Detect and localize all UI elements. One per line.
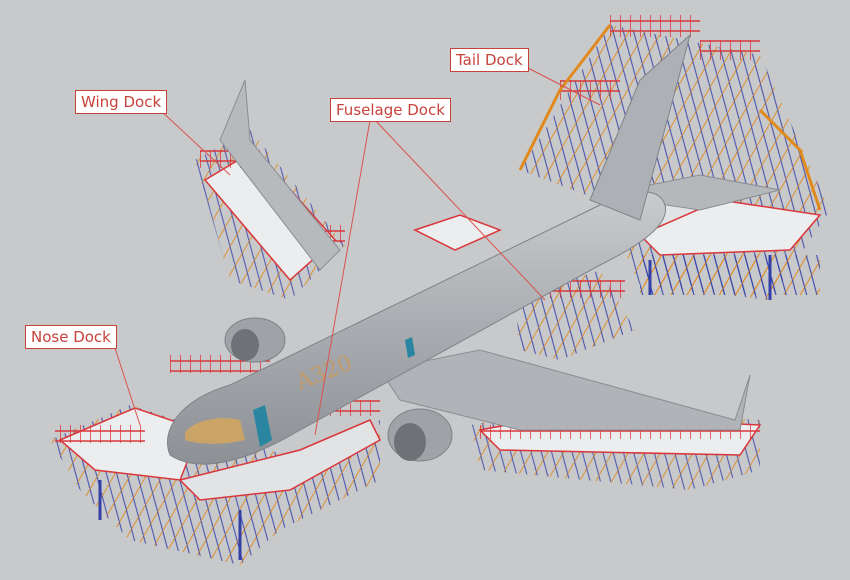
nose-dock-label: Nose Dock <box>25 325 117 349</box>
tail-dock-leader <box>527 67 601 106</box>
nose-dock-leader <box>114 347 141 426</box>
callout-lines <box>114 67 601 436</box>
fuselage-dock-label: Fuselage Dock <box>330 98 451 122</box>
wing-dock-structure <box>195 130 345 300</box>
wing-dock-label: Wing Dock <box>75 90 168 114</box>
wing-dock-leader <box>159 109 231 176</box>
fuselage-dock-leader-2 <box>374 119 546 301</box>
tail-dock-label: Tail Dock <box>450 48 529 72</box>
aircraft: A320 <box>167 33 781 465</box>
fuselage-dock-leader <box>314 119 371 436</box>
